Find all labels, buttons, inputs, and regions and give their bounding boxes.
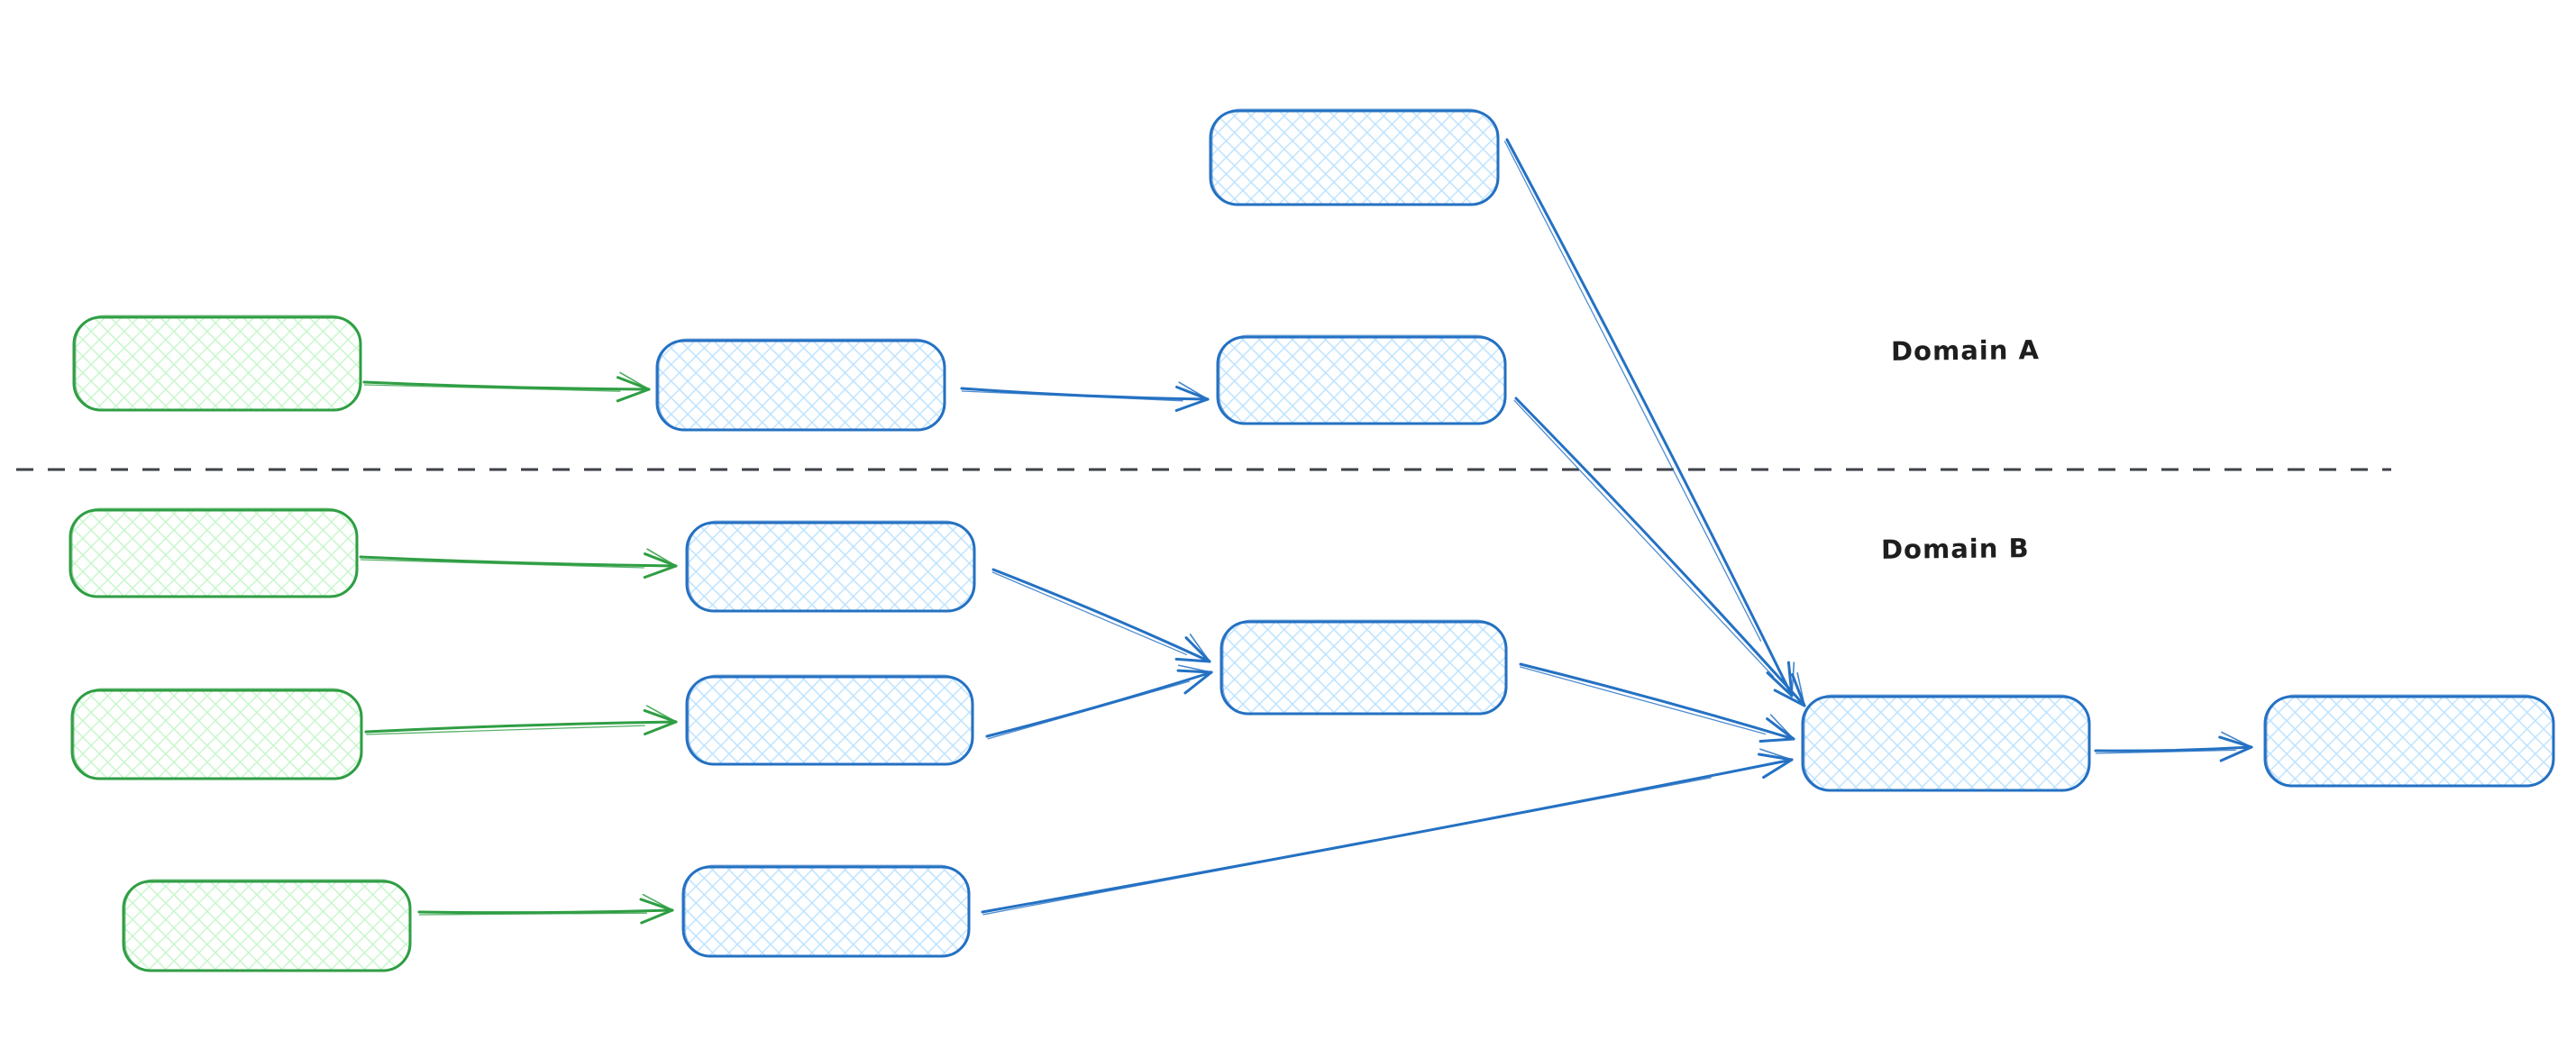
edge-top-merge xyxy=(1503,138,1795,698)
node-green-source-b3 xyxy=(122,879,412,972)
edge-join-merge xyxy=(1519,662,1795,743)
edge-b2-join xyxy=(985,664,1213,740)
edge-b3-merge xyxy=(981,748,1794,916)
node-blue-b3 xyxy=(681,864,971,958)
edge-greena-a1 xyxy=(362,371,651,403)
domain-a-label: Domain A xyxy=(1890,334,2041,367)
edge-greenb2-b2 xyxy=(364,705,678,736)
edge-a1-a2 xyxy=(960,381,1210,413)
edge-b1-join xyxy=(991,568,1211,663)
node-blue-a1 xyxy=(655,338,946,432)
edge-greenb3-b3 xyxy=(417,893,674,925)
node-blue-a2 xyxy=(1216,334,1507,425)
node-blue-b2 xyxy=(685,674,974,766)
node-blue-final xyxy=(2263,694,2555,788)
node-blue-join-b xyxy=(1219,619,1508,716)
node-blue-top xyxy=(1209,108,1500,206)
node-green-source-a xyxy=(72,315,362,412)
node-blue-b1 xyxy=(685,520,976,613)
node-blue-merge xyxy=(1801,694,2091,792)
edge-a2-merge xyxy=(1513,397,1806,707)
edge-merge-final xyxy=(2094,731,2253,762)
node-green-source-b2 xyxy=(70,688,363,780)
domain-b-label: Domain B xyxy=(1880,533,2030,565)
node-green-source-b1 xyxy=(69,507,359,598)
edge-greenb1-b1 xyxy=(359,548,678,579)
